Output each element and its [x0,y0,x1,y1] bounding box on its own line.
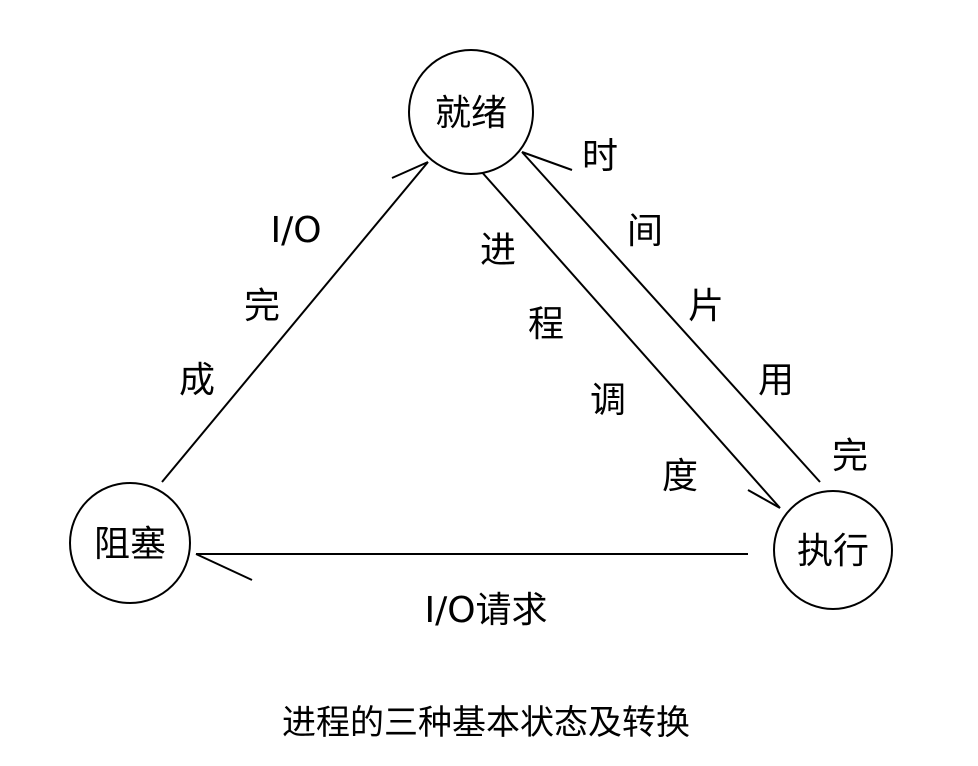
node-running-label: 执行 [797,531,869,572]
edge-io-complete-label-2: 成 [179,360,215,401]
edge-io-complete-label-1: 完 [244,286,280,327]
edge-time-slice-label-2: 片 [688,286,724,327]
edge-process-scheduling-label-1: 程 [528,304,564,345]
edge-process-scheduling [479,169,781,509]
node-ready-circle [408,49,534,175]
edge-time-slice-arrowhead [521,151,573,171]
edge-io-request-label: I/O请求 [424,590,547,631]
edge-time-slice-label-0: 时 [582,136,618,177]
node-running-circle [773,490,893,610]
node-blocked-label: 阻塞 [94,524,166,565]
edge-time-slice [521,151,821,483]
node-ready-label: 就绪 [435,93,507,134]
node-blocked-circle [69,482,191,604]
edge-io-complete-line [161,161,429,483]
edge-io-request-arrowhead [195,553,253,581]
edge-io-complete [161,161,429,483]
edge-process-scheduling-label-2: 调 [590,380,626,421]
node-ready: 就绪 [408,49,534,175]
edge-process-scheduling-label-3: 度 [662,456,698,497]
edge-process-scheduling-line [479,169,781,509]
edge-time-slice-label-4: 完 [832,436,868,477]
edge-io-request [195,553,748,581]
diagram-caption: 进程的三种基本状态及转换 [282,703,690,743]
edge-process-scheduling-arrowhead [747,489,781,509]
edge-process-scheduling-label-0: 进 [480,230,516,271]
edge-time-slice-label-3: 用 [758,360,794,401]
edge-io-complete-arrowhead [391,161,429,179]
node-running: 执行 [773,490,893,610]
edge-time-slice-label-1: 间 [627,211,663,252]
edge-io-complete-label-0: I/O [270,210,321,251]
edge-time-slice-line [521,151,821,483]
node-blocked: 阻塞 [69,482,191,604]
